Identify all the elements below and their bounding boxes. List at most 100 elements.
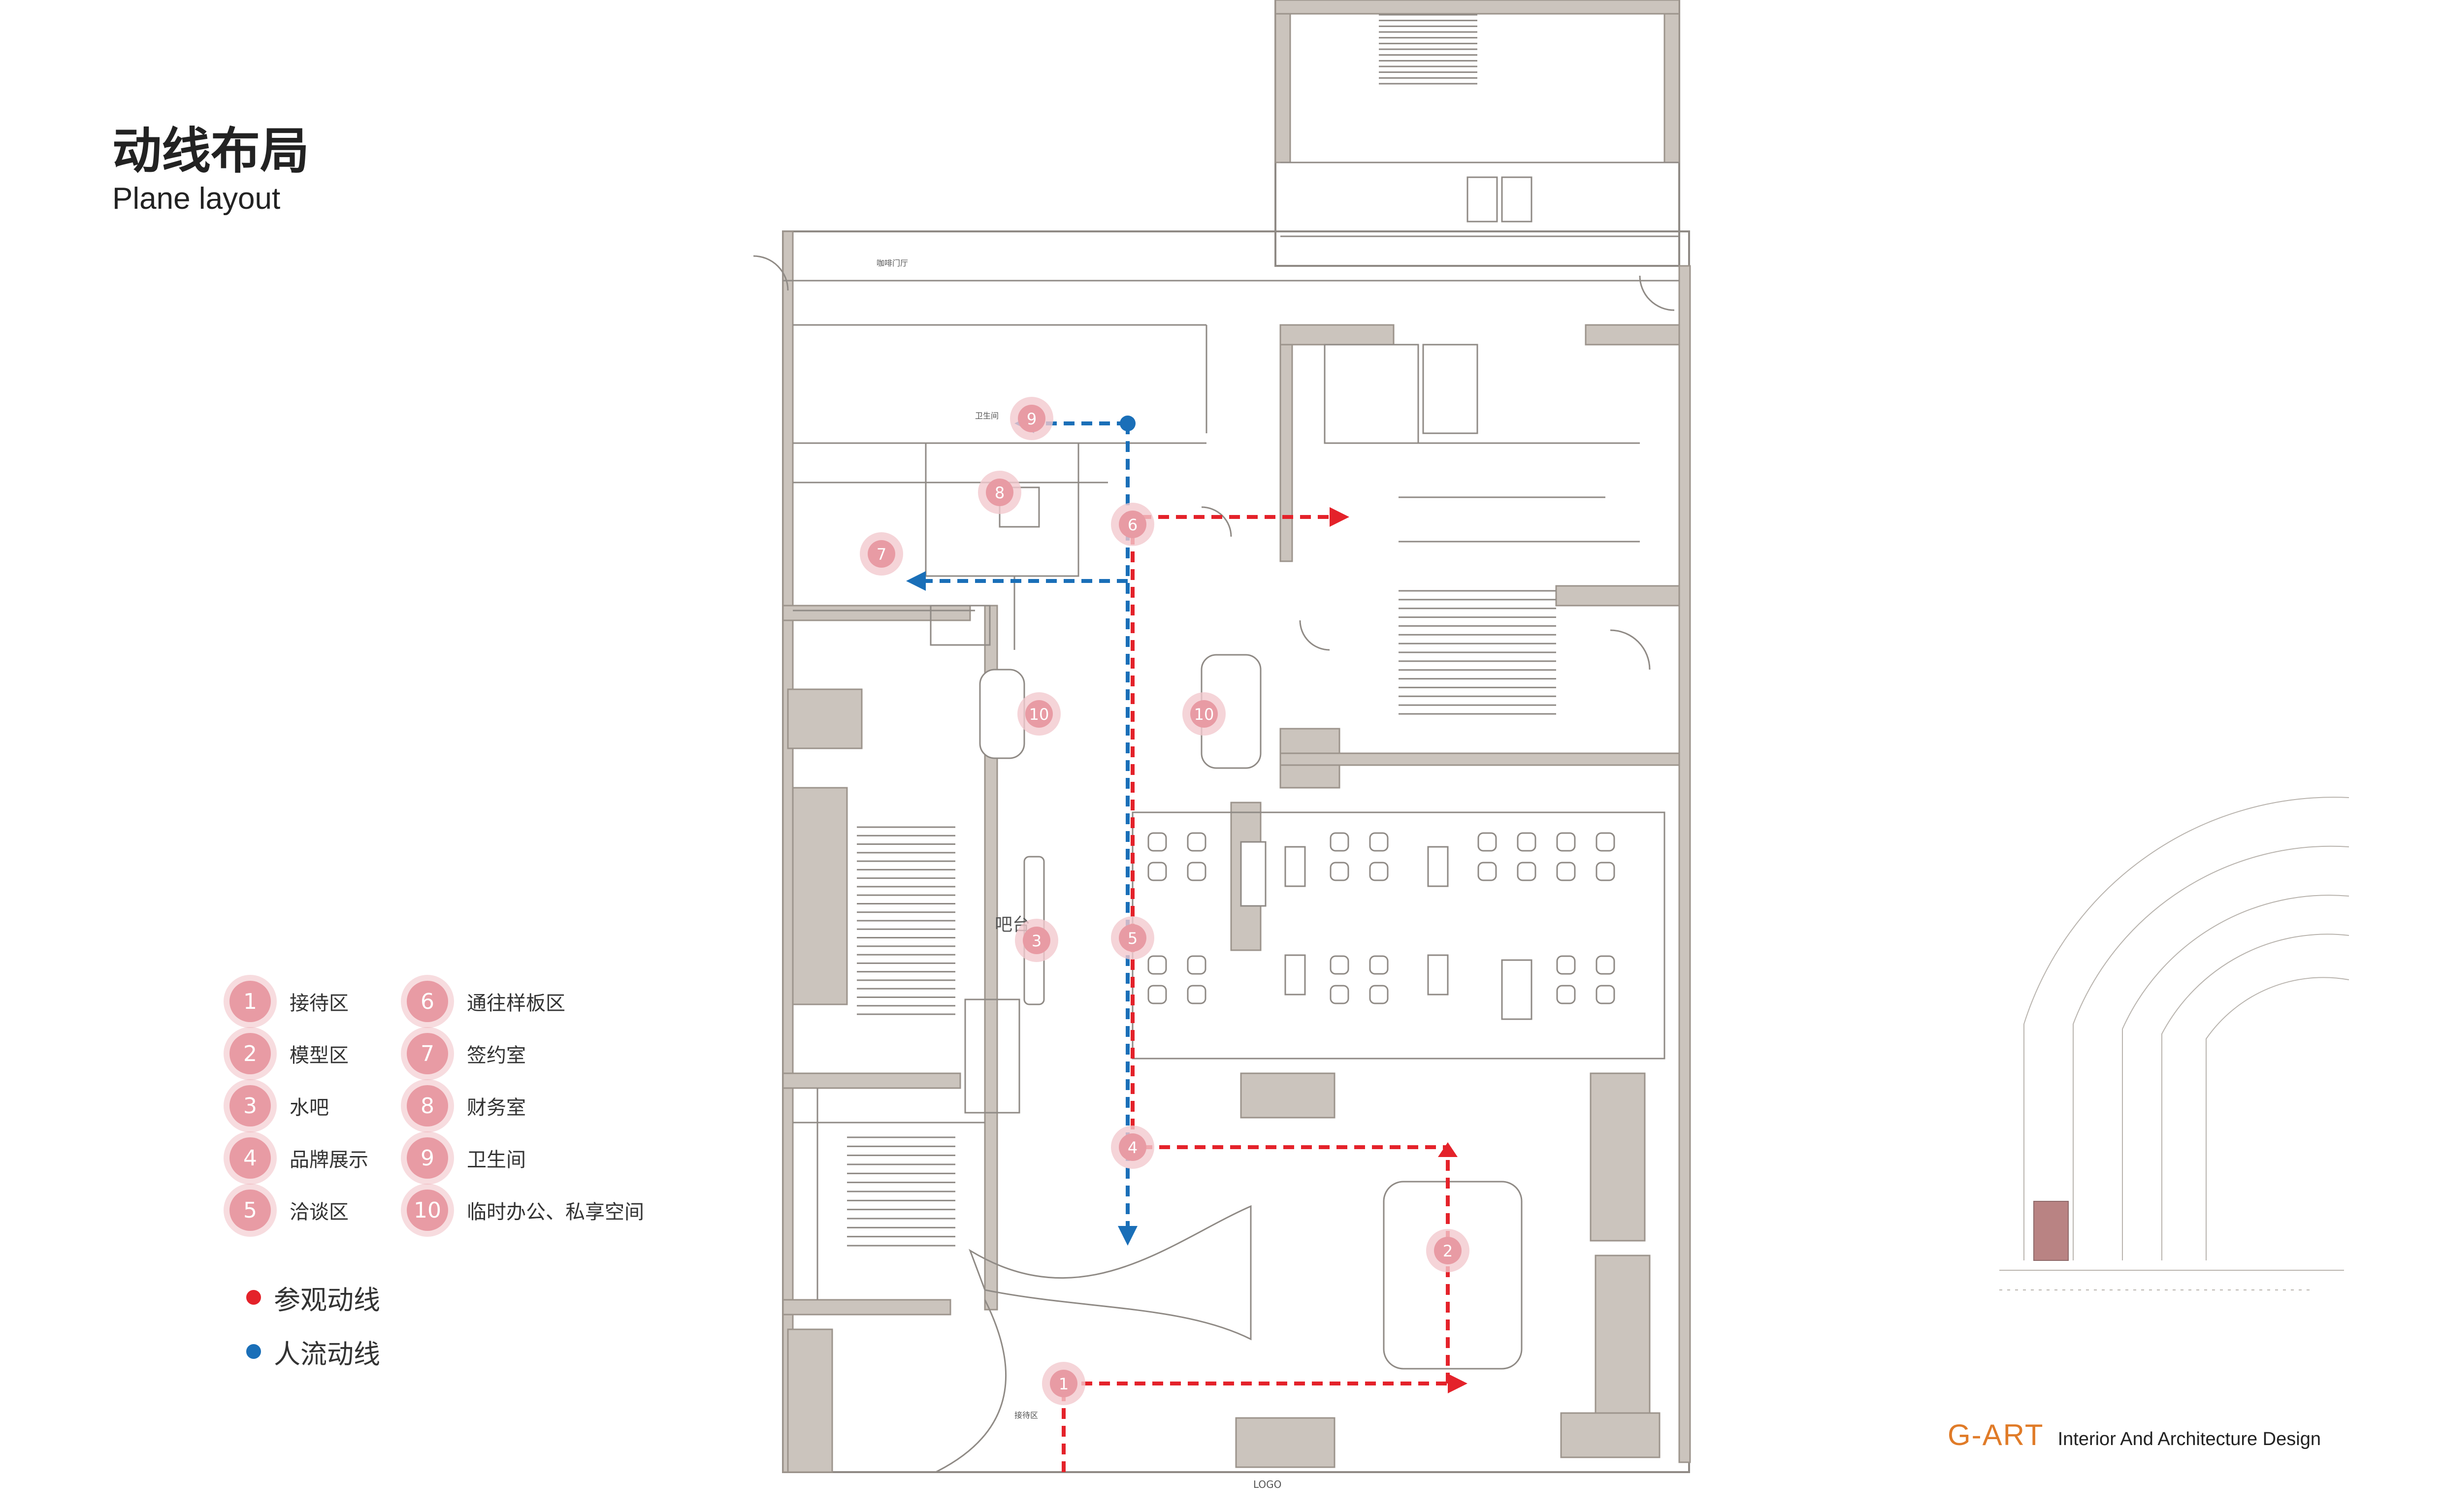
chair bbox=[1187, 832, 1206, 852]
chair bbox=[1369, 832, 1389, 852]
chair bbox=[1556, 862, 1576, 881]
chair bbox=[1596, 985, 1615, 1004]
marker-number: 8 bbox=[995, 483, 1005, 502]
route-legend: 参观动线 人流动线 bbox=[246, 1270, 380, 1379]
zone-marker: 9 bbox=[1010, 397, 1053, 440]
logo-label: LOGO bbox=[1253, 1479, 1281, 1490]
legend-item: 6 通往样板区 bbox=[407, 981, 565, 1022]
marker-number: 1 bbox=[1059, 1375, 1069, 1393]
chair bbox=[1369, 985, 1389, 1004]
legend-number: 4 bbox=[229, 1137, 271, 1179]
chair bbox=[1147, 862, 1167, 881]
marker-number: 3 bbox=[1032, 932, 1042, 950]
stairs bbox=[847, 14, 1556, 1247]
doors bbox=[753, 255, 1675, 670]
zone-marker: 2 bbox=[1426, 1229, 1469, 1272]
chair bbox=[1477, 862, 1497, 881]
chair bbox=[1330, 985, 1349, 1004]
chair bbox=[1330, 955, 1349, 975]
partitions bbox=[783, 161, 1679, 1473]
marker-number: 5 bbox=[1128, 929, 1138, 948]
visit-route-legend: 参观动线 bbox=[246, 1270, 380, 1324]
people-route-arrows bbox=[906, 414, 1138, 1246]
cafe-label: 咖啡门厅 bbox=[877, 258, 908, 268]
legend-label: 临时办公、私享空间 bbox=[467, 1201, 644, 1223]
legend-number: 3 bbox=[229, 1085, 271, 1126]
marker-circle bbox=[1119, 511, 1146, 538]
zone-marker: 1 bbox=[1042, 1362, 1085, 1405]
marker-number: 7 bbox=[877, 545, 886, 564]
chair bbox=[1330, 862, 1349, 881]
legend-number: 6 bbox=[407, 981, 448, 1022]
site-key-map bbox=[1999, 797, 2349, 1290]
legend-item: 5 洽谈区 bbox=[229, 1190, 349, 1231]
marker-circle bbox=[1025, 700, 1053, 728]
chair bbox=[1517, 832, 1536, 852]
restroom-label: 卫生间 bbox=[975, 411, 999, 420]
chair bbox=[1556, 832, 1576, 852]
legend-item: 8 财务室 bbox=[407, 1085, 526, 1126]
legend-label: 财务室 bbox=[467, 1096, 526, 1119]
people-route-dot bbox=[246, 1344, 261, 1359]
reception-label: 接待区 bbox=[1014, 1411, 1038, 1420]
marker-circle bbox=[1050, 1370, 1077, 1397]
people-route bbox=[926, 421, 1130, 1231]
chair bbox=[1330, 832, 1349, 852]
legend-label: 签约室 bbox=[467, 1044, 526, 1067]
chair bbox=[1596, 862, 1615, 881]
chair bbox=[1187, 862, 1206, 881]
chair bbox=[1596, 832, 1615, 852]
legend-number: 7 bbox=[407, 1033, 448, 1074]
marker-circle bbox=[986, 479, 1013, 506]
marker-number: 6 bbox=[1128, 515, 1138, 534]
legend-label: 品牌展示 bbox=[290, 1149, 368, 1171]
zone-marker: 3 bbox=[1015, 919, 1058, 962]
legend-number: 8 bbox=[407, 1085, 448, 1126]
people-route-label: 人流动线 bbox=[274, 1338, 380, 1370]
chair bbox=[1187, 955, 1206, 975]
page-title: 动线布局 bbox=[112, 122, 309, 180]
zone-markers: 1 2 3 4 5 6 7 8 9 10 10 bbox=[860, 397, 1469, 1405]
chair bbox=[1369, 862, 1389, 881]
legend-item: 4 品牌展示 bbox=[229, 1137, 368, 1179]
people-route-legend: 人流动线 bbox=[246, 1324, 380, 1379]
chair bbox=[1477, 832, 1497, 852]
marker-number: 4 bbox=[1128, 1138, 1138, 1157]
zone-marker: 5 bbox=[1111, 916, 1154, 960]
brand-logo: G-ART bbox=[1948, 1418, 2044, 1451]
chair bbox=[1147, 832, 1167, 852]
zone-marker: 10 bbox=[1182, 692, 1226, 736]
walls bbox=[782, 0, 1691, 1473]
visit-route-dot bbox=[246, 1290, 261, 1305]
zone-marker: 6 bbox=[1111, 503, 1154, 546]
zone-marker: 8 bbox=[978, 471, 1021, 514]
marker-number: 9 bbox=[1027, 410, 1037, 428]
zone-marker: 10 bbox=[1017, 692, 1061, 736]
chair bbox=[1596, 955, 1615, 975]
legend-number: 2 bbox=[229, 1033, 271, 1074]
marker-number: 2 bbox=[1443, 1242, 1453, 1260]
chair bbox=[1556, 955, 1576, 975]
legend-label: 水吧 bbox=[290, 1096, 329, 1119]
legend-label: 接待区 bbox=[290, 992, 349, 1015]
legend-label: 洽谈区 bbox=[290, 1201, 349, 1223]
brand-tagline: Interior And Architecture Design bbox=[2057, 1429, 2321, 1449]
legend-item: 7 签约室 bbox=[407, 1033, 526, 1074]
marker-circle bbox=[1434, 1237, 1462, 1264]
marker-number: 10 bbox=[1029, 705, 1049, 724]
chair bbox=[1147, 955, 1167, 975]
chair bbox=[1517, 862, 1536, 881]
marker-circle bbox=[868, 540, 895, 568]
brand: G-ART Interior And Architecture Design bbox=[1948, 1418, 2321, 1452]
marker-number: 10 bbox=[1194, 705, 1214, 724]
chair bbox=[1187, 985, 1206, 1004]
legend-label: 通往样板区 bbox=[467, 992, 565, 1015]
zone-marker: 7 bbox=[860, 532, 903, 576]
marker-circle bbox=[1023, 927, 1050, 954]
zone-marker: 4 bbox=[1111, 1126, 1154, 1169]
legend-number: 5 bbox=[229, 1190, 271, 1231]
